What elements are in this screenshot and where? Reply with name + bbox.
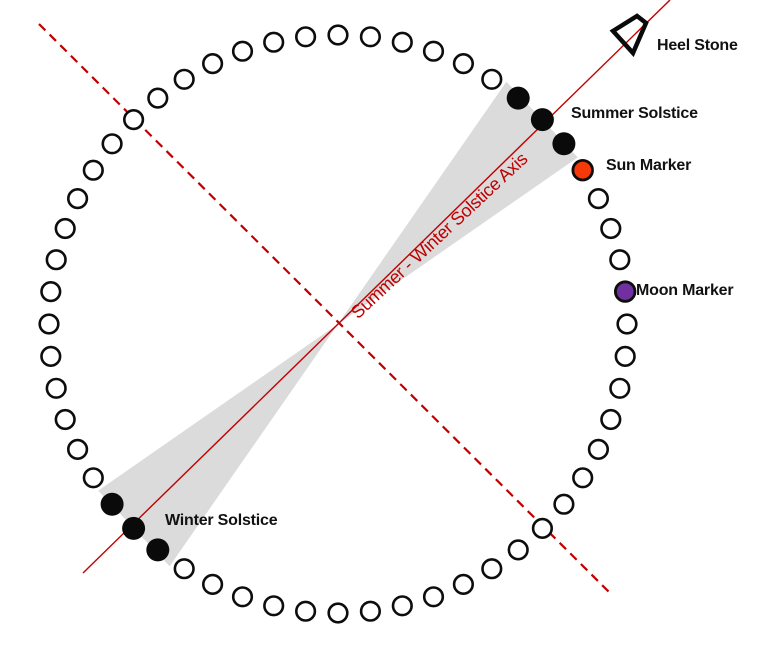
aubrey-hole [231,40,254,62]
aubrey-hole [40,281,62,303]
aubrey-hole [147,87,169,109]
aubrey-hole [173,558,195,580]
aubrey-hole [38,313,60,335]
solstice-marker-hole [506,86,530,110]
aubrey-hole [572,467,594,489]
aubrey-hole [327,24,349,46]
aubrey-hole [123,108,145,131]
aubrey-hole [481,558,503,580]
aubrey-hole [45,377,67,399]
sun-marker [571,158,594,182]
aubrey-hole [600,217,622,240]
aubrey-hole [531,517,554,540]
aubrey-hole [391,595,413,617]
aubrey-hole [66,188,89,210]
summer-solstice-label: Summer Solstice [571,105,698,122]
aubrey-hole [40,345,62,368]
aubrey-hole [295,600,317,622]
aubrey-hole-circle [38,24,638,624]
aubrey-hole [173,68,195,90]
aubrey-hole [82,467,104,489]
aubrey-hole [391,31,413,53]
aubrey-hole [600,408,622,431]
aubrey-hole [587,438,610,461]
aubrey-hole [614,345,636,368]
solstice-marker-hole [100,492,124,516]
aubrey-hole [101,133,123,155]
aubrey-hole [553,493,575,515]
aubrey-hole [263,31,285,53]
aubrey-hole [609,377,631,399]
solstice-marker-hole [530,108,554,132]
aubrey-hole [481,68,503,90]
solstice-marker-hole [552,132,576,156]
winter-solstice-wedge [98,324,339,567]
winter-solstice-label: Winter Solstice [165,512,278,529]
aubrey-hole [422,40,445,62]
aubrey-hole [295,26,317,48]
aubrey-hole [54,217,76,240]
solstice-axis-line [82,0,671,574]
aubrey-hole [66,438,89,461]
heel-stone-label: Heel Stone [657,37,738,54]
aubrey-hole [609,249,631,271]
solstice-marker-hole [122,516,146,540]
summer-solstice-wedge [338,81,578,324]
aubrey-hole [452,573,475,596]
aubrey-hole [54,408,76,431]
aubrey-hole [507,539,529,561]
aubrey-hole [422,586,445,608]
aubrey-hole [327,602,349,624]
aubrey-hole [45,249,67,271]
aubrey-hole [359,26,382,48]
aubrey-hole [231,586,254,608]
aubrey-hole [616,313,638,335]
moon-marker-label: Moon Marker [636,282,734,299]
aubrey-hole [587,188,610,210]
aubrey-hole [202,573,224,596]
aubrey-hole [82,159,104,181]
moon-marker [614,280,637,303]
aubrey-hole [359,600,382,622]
heel-stone-shape [609,13,649,58]
aubrey-hole [202,52,224,75]
aubrey-hole [452,52,475,75]
sun-marker-label: Sun Marker [606,157,692,174]
solstice-marker-hole [146,538,170,562]
aubrey-hole [263,595,285,617]
